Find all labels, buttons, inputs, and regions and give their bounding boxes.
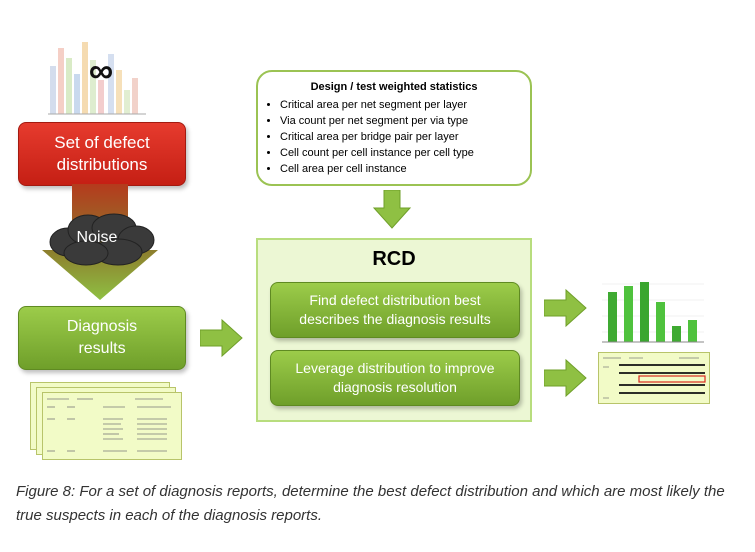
stats-item: Cell count per cell instance per cell ty… — [280, 145, 530, 161]
stats-list: Critical area per net segment per layer … — [258, 97, 530, 177]
weighted-statistics-box: Design / test weighted statistics Critic… — [256, 70, 532, 186]
stats-item: Via count per net segment per via type — [280, 113, 530, 129]
diagnosis-results-label: Diagnosis results — [66, 318, 138, 357]
rcd-panel: RCD Find defect distribution best descri… — [256, 238, 532, 422]
infinity-symbol: ∞ — [88, 52, 114, 90]
right-arrow-icon — [543, 288, 588, 328]
rcd-step2-label: Leverage distribution to improve diagnos… — [295, 360, 495, 395]
noise-cloud-icon: Noise — [48, 212, 156, 268]
bar-chart-infinity-icon: ∞ — [46, 40, 156, 118]
improved-report-icon — [598, 352, 710, 404]
diagnosis-results-box: Diagnosis results — [18, 306, 186, 370]
figure-caption: Figure 8: For a set of diagnosis reports… — [16, 483, 725, 524]
rcd-step-find-distribution: Find defect distribution best describes … — [270, 282, 520, 338]
stats-item: Cell area per cell instance — [280, 161, 530, 177]
rcd-step1-label: Find defect distribution best describes … — [299, 292, 491, 327]
rcd-title: RCD — [372, 248, 416, 270]
stats-item: Critical area per net segment per layer — [280, 97, 530, 113]
set-of-defect-label: Set of defect distributions — [54, 133, 150, 174]
set-of-defect-box: Set of defect distributions — [18, 122, 186, 186]
right-arrow-icon — [543, 358, 588, 398]
right-arrow-icon — [199, 318, 244, 358]
stats-title: Design / test weighted statistics — [310, 81, 478, 93]
down-arrow-icon — [372, 189, 412, 230]
noise-label: Noise — [76, 229, 118, 246]
report-stack-icon — [30, 382, 182, 460]
result-bar-chart-icon — [598, 272, 708, 348]
rcd-step-leverage-distribution: Leverage distribution to improve diagnos… — [270, 350, 520, 406]
stats-item: Critical area per bridge pair per layer — [280, 129, 530, 145]
